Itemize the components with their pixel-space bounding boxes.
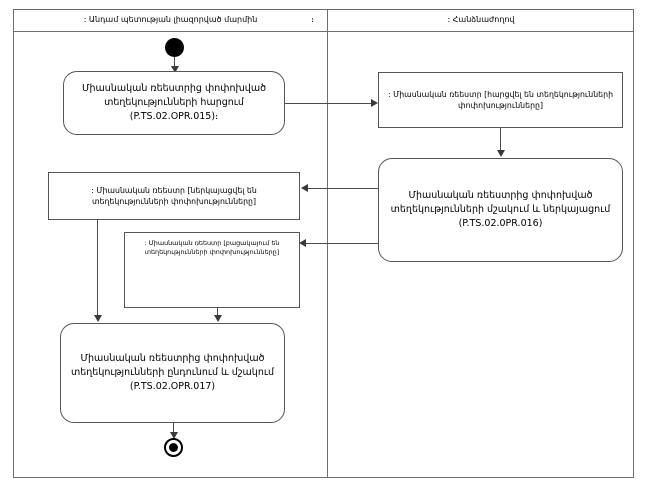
activity-receive-and-process[interactable]: Միասնական ռեեստրից փոփոխված տեղեկություն…	[60, 323, 285, 423]
edge-object-absent-to-receive	[217, 308, 218, 318]
edge-request-to-object-requested	[285, 103, 373, 104]
arrowhead-down-icon	[170, 432, 178, 439]
initial-node	[165, 38, 184, 57]
activity-request-label: Միասնական ռեեստրից փոփոխված տեղեկություն…	[82, 83, 266, 122]
activity-process-label: Միասնական ռեեստրից փոփոխված տեղեկություն…	[390, 190, 611, 229]
edge-object-requested-to-process	[500, 128, 501, 153]
lane-header-divider	[13, 31, 634, 32]
object-node-registry-requested[interactable]: : Միասնական ռեեստր [հարցվել են տեղեկությ…	[378, 72, 623, 128]
edge-process-to-object-presented	[307, 188, 378, 189]
arrowhead-left-icon	[301, 184, 308, 192]
edge-receive-to-final	[173, 423, 174, 436]
activity-process-and-present[interactable]: Միասնական ռեեստրից փոփոխված տեղեկություն…	[378, 158, 623, 262]
edge-process-to-object-absent	[305, 243, 378, 244]
arrowhead-right-icon	[371, 99, 378, 107]
edge-initial-to-request	[174, 57, 175, 69]
arrowhead-down-icon	[214, 315, 222, 322]
final-node	[164, 438, 183, 457]
arrowhead-down-icon	[171, 66, 179, 73]
swimlane-header-member-state-body: : Անդամ պետության լիազորված մարմին	[83, 15, 258, 24]
object-node-registry-absent[interactable]: : Միասնական ռեեստր [բացակայում են տեղեկո…	[124, 232, 300, 308]
arrowhead-left-icon	[299, 239, 306, 247]
object-node-requested-label: : Միասնական ռեեստր [հարցվել են տեղեկությ…	[387, 89, 614, 110]
arrowhead-down-icon	[497, 150, 505, 157]
object-node-presented-label: : Միասնական ռեեստր [ներկայացվել են տեղեկ…	[91, 185, 257, 206]
swimlane-header-mark: ։	[311, 15, 315, 25]
activity-request-changed-data[interactable]: Միասնական ռեեստրից փոփոխված տեղեկություն…	[63, 71, 285, 135]
object-node-registry-presented[interactable]: : Միասնական ռեեստր [ներկայացվել են տեղեկ…	[48, 172, 300, 220]
swimlane-header-commission: : Հանձնաժողով	[447, 15, 515, 24]
object-node-absent-label: : Միասնական ռեեստր [բացակայում են տեղեկո…	[144, 239, 280, 257]
activity-receive-label: Միասնական ռեեստրից փոփոխված տեղեկություն…	[71, 353, 274, 392]
arrowhead-down-icon	[94, 315, 102, 322]
edge-object-presented-to-receive	[97, 220, 98, 318]
